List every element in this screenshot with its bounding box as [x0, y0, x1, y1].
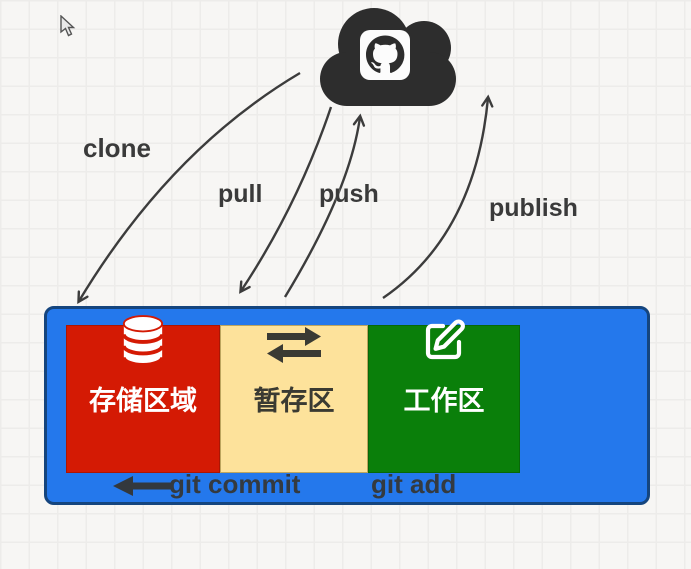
local-repository-box: 存储区域 暂存区 工作区 git commit git add — [44, 306, 650, 505]
storage-area-panel: 存储区域 — [66, 315, 220, 473]
push-label: push — [319, 180, 379, 208]
pull-label: pull — [218, 180, 263, 208]
database-icon — [121, 315, 165, 367]
transfer-arrows-icon — [267, 327, 321, 363]
edit-icon — [425, 319, 465, 360]
github-cloud-icon — [320, 8, 456, 106]
storage-area-label: 存储区域 — [89, 386, 197, 416]
working-area-panel: 工作区 — [368, 319, 520, 473]
staging-area-label: 暂存区 — [253, 386, 335, 416]
left-arrow-icon — [113, 476, 173, 496]
git-commit-label: git commit — [169, 469, 301, 499]
git-add-label: git add — [371, 469, 457, 499]
staging-area-panel: 暂存区 — [220, 325, 368, 473]
clone-label: clone — [83, 133, 151, 163]
working-area-label: 工作区 — [403, 386, 485, 416]
publish-arrow — [382, 94, 494, 299]
clone-arrow — [77, 71, 301, 304]
publish-label: publish — [489, 194, 578, 222]
mouse-pointer-icon — [60, 15, 76, 37]
github-octocat-icon — [366, 35, 405, 73]
